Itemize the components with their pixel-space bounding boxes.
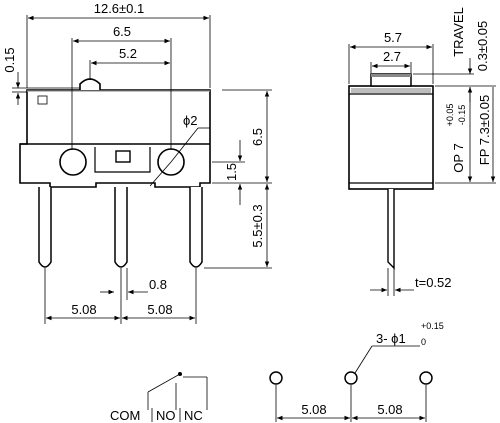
terminal-nc: NC xyxy=(184,408,203,423)
terminal-no: NO xyxy=(156,408,176,423)
travel-label: TRAVEL xyxy=(451,7,466,57)
op-tol-upper: +0.05 xyxy=(445,104,455,127)
body-marking xyxy=(37,95,48,105)
actuator-button xyxy=(79,78,101,90)
mounting-hole-left xyxy=(59,148,87,176)
side-pin xyxy=(387,189,395,270)
pcb-pitch-right: 5.08 xyxy=(377,402,402,417)
pcb-pitch-left: 5.08 xyxy=(301,402,326,417)
dim-hole-diameter: ϕ2 xyxy=(183,113,198,128)
pcb-hole-left xyxy=(269,371,283,385)
pcb-hole-center xyxy=(344,371,358,385)
side-view: 5.7 2.7 TRAVEL 0.3±0.05 OP 7 +0.05 -0.15… xyxy=(348,7,496,296)
pin-no xyxy=(114,187,128,268)
fp-label: FP 7.3±0.05 xyxy=(477,95,492,166)
dim-pitch-right: 5.08 xyxy=(147,302,172,317)
dim-pitch-left: 5.08 xyxy=(71,302,96,317)
pcb-holes-tol-upper: +0.15 xyxy=(421,321,444,331)
pcb-holes-callout: 3- ϕ1 xyxy=(376,331,406,346)
center-slot xyxy=(115,150,131,163)
dim-offset-0-15: 0.15 xyxy=(2,47,17,72)
dim-span-6-5: 6.5 xyxy=(113,24,131,39)
dim-gap-0-8: 0.8 xyxy=(149,277,167,292)
dim-span-5-2: 5.2 xyxy=(119,46,137,61)
body-recess xyxy=(94,147,151,173)
pcb-hole-right xyxy=(419,371,433,385)
pcb-holes-tol-lower: 0 xyxy=(421,337,426,347)
dim-height-6-5: 6.5 xyxy=(250,128,265,146)
pin-nc xyxy=(189,187,203,268)
dim-pin-length: 5.5±0.3 xyxy=(250,204,265,247)
front-view: 12.6±0.1 6.5 5.2 0.15 ϕ2 6.5 1.5 5.5±0.3 xyxy=(2,1,272,324)
dim-overall-width: 12.6±0.1 xyxy=(94,1,145,16)
pcb-hole-layout: 5.08 5.08 3- ϕ1 +0.15 0 xyxy=(269,321,444,422)
dim-height-1-5: 1.5 xyxy=(224,163,239,181)
travel-value: 0.3±0.05 xyxy=(475,21,490,72)
terminal-com: COM xyxy=(110,408,140,423)
pin-com xyxy=(38,187,52,268)
op-tol-lower: -0.15 xyxy=(457,105,467,126)
dim-thickness: t=0.52 xyxy=(415,275,452,290)
switch-schematic: COM NO NC xyxy=(110,372,208,423)
op-label: OP 7 xyxy=(451,143,466,172)
side-body xyxy=(348,85,434,190)
dim-side-width-5-7: 5.7 xyxy=(384,30,402,45)
dim-actuator-width-2-7: 2.7 xyxy=(383,49,401,64)
